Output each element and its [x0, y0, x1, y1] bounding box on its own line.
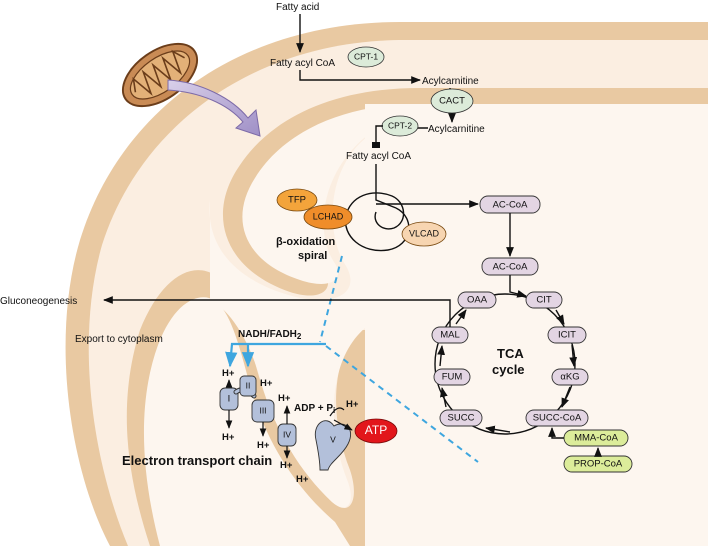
complex-v — [314, 420, 352, 471]
arrow-to-acylcarnitine — [299, 70, 421, 84]
fum-node — [433, 368, 471, 386]
cpt1-enzyme — [347, 46, 385, 68]
acylcarnitine-inner-label: Acylcarnitine — [428, 124, 485, 135]
cpt1-label: CPT-1 — [354, 51, 378, 61]
zoom-arrow-icon — [167, 79, 261, 137]
icit-node — [547, 326, 587, 344]
proton-iii-bottom: H+ — [257, 440, 270, 451]
ac-coa-label-2: AC-CoA — [493, 262, 529, 273]
cycle-arrow-cit-icit — [555, 309, 565, 325]
lchad-enzyme — [303, 204, 353, 230]
tca-label: TCA — [497, 346, 524, 361]
succ-label: SUCC — [448, 413, 475, 424]
succ-coa-node — [525, 409, 589, 427]
electron-transport-chain: NADH/FADH2 I II III IV V H+ H+ H+ H+ H+ … — [122, 329, 398, 485]
cycle-arrow-succ-fum — [439, 387, 448, 408]
mma-coa-label: MMA-CoA — [574, 433, 618, 444]
matrix-upper — [242, 104, 708, 284]
inner-membrane-edge — [420, 88, 708, 104]
gluconeogenesis-label: Gluconeogenesis — [0, 296, 77, 307]
ac-coa-label-1: AC-CoA — [493, 200, 529, 211]
cycle-arrow-succcoa-succ — [485, 425, 511, 434]
cycle-label: cycle — [492, 362, 525, 377]
beta-oxidation-label: β-oxidation — [276, 236, 336, 248]
proton-ii-top: H+ — [260, 378, 273, 389]
fum-label: FUM — [442, 372, 463, 383]
proton-iv-top: H+ — [278, 393, 291, 404]
proton-v-bottom: H+ — [296, 474, 309, 485]
cycle-arrow-fum-mal — [437, 345, 446, 367]
complex-ii — [239, 375, 257, 397]
nadh-line — [225, 342, 326, 368]
proton-i-bottom: H+ — [222, 432, 235, 443]
atp-label: ATP — [365, 423, 387, 437]
complex-v-label: V — [330, 434, 336, 444]
cit-node — [525, 291, 563, 309]
tca-cycle: AC-CoA AC-CoA OAA CIT ICIT αKG SUCC-CoA … — [431, 195, 633, 473]
akg-label: αKG — [560, 372, 579, 383]
vlcad-enzyme — [401, 221, 447, 247]
tfp-enzyme — [276, 188, 318, 212]
nadh-label: NADH/FADH2 — [238, 329, 302, 341]
export-label: Export to cytoplasm — [75, 334, 163, 345]
atp-badge — [354, 418, 398, 444]
cycle-arrow-mal-oaa — [455, 309, 467, 325]
etc-title: Electron transport chain — [122, 453, 272, 468]
complex-iv-label: IV — [283, 429, 291, 439]
dashed-link-2 — [325, 345, 479, 463]
fatty-acid-label: Fatty acid — [276, 2, 319, 13]
lchad-label: LCHAD — [313, 211, 344, 221]
cycle-arrow-akg-succcoa — [561, 386, 571, 408]
cpt2-label: CPT-2 — [388, 120, 412, 130]
icit-label: ICIT — [558, 330, 576, 341]
succ-node — [439, 409, 483, 427]
fatty-acyl-coa-outer-label: Fatty acyl CoA — [270, 58, 335, 69]
complex-iii-label: III — [259, 405, 266, 415]
cit-label: CIT — [536, 295, 552, 306]
mal-label: MAL — [440, 330, 460, 341]
proton-v-top: H+ — [346, 399, 359, 410]
beta-oxidation-spiral: TFP LCHAD VLCAD β-oxidation spiral — [276, 188, 479, 262]
tfp-label: TFP — [288, 195, 306, 206]
proton-iv-bottom: H+ — [280, 460, 293, 471]
matrix-left-lobe — [143, 297, 350, 546]
cact-label: CACT — [439, 96, 465, 107]
arrow-gluconeogenesis — [103, 296, 451, 327]
spiral-label: spiral — [298, 250, 327, 262]
cycle-arrow-icit-akg — [569, 344, 578, 367]
cpt2-inhibit-line — [375, 125, 383, 142]
oaa-label: OAA — [467, 295, 488, 306]
spiral-line — [344, 192, 410, 252]
vlcad-label: VLCAD — [409, 228, 440, 238]
adp-label: ADP + Pi — [294, 403, 335, 415]
prop-coa-label: PROP-CoA — [574, 459, 623, 470]
fatty-acyl-coa-inner-label: Fatty acyl CoA — [346, 151, 411, 162]
cpt2-inhibit-bar — [372, 142, 380, 148]
succ-coa-label: SUCC-CoA — [533, 413, 582, 424]
complex-ii-label: II — [246, 380, 251, 390]
akg-node — [551, 368, 589, 386]
proton-i-top: H+ — [222, 368, 235, 379]
acylcarnitine-outer-label: Acylcarnitine — [422, 76, 479, 87]
atp-synthesis-arrow — [329, 407, 352, 430]
complex-i-label: I — [228, 394, 231, 405]
oaa-node — [457, 291, 497, 309]
arrow-into-spiral — [375, 164, 397, 209]
matrix-fill — [365, 104, 708, 546]
arrow-accoa-to-cit — [509, 275, 527, 298]
arrow-mmacoa-succcoa — [548, 427, 564, 439]
dashed-link-1 — [319, 255, 343, 343]
